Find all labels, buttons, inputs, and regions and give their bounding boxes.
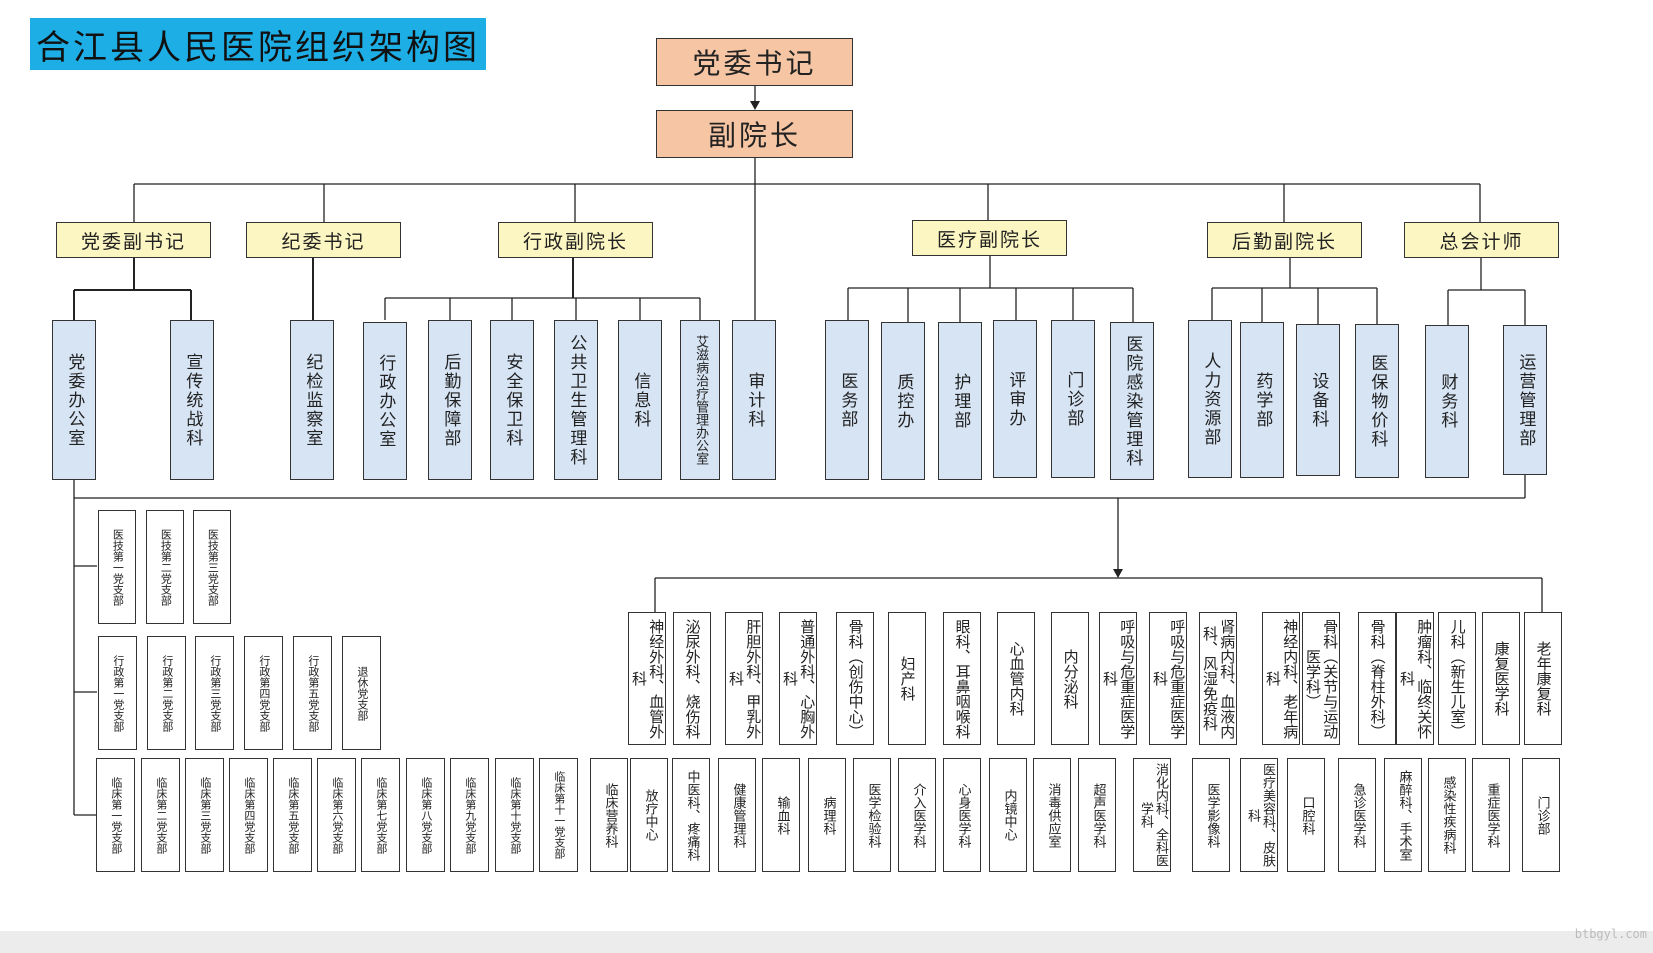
dept-public-health[interactable]: 公共卫生管理科	[554, 320, 598, 480]
clinical-dept-12[interactable]: 肾病内科、血液内科、风湿免疫科	[1199, 612, 1237, 745]
dept-aids-office[interactable]: 艾滋病治疗管理办公室	[680, 320, 720, 480]
clinical-dept-3[interactable]: 肝胆外科、甲乳外科	[725, 612, 763, 745]
clinical-dept-b-19[interactable]: 感染性疾病科	[1428, 758, 1466, 872]
clinical-dept-1[interactable]: 神经外科、血管外科	[628, 612, 666, 745]
chief-accountant-node[interactable]: 总会计师	[1404, 222, 1559, 258]
party-branch-clinical-10[interactable]: 临床第十党支部	[495, 758, 534, 872]
dept-medical-affairs[interactable]: 医务部	[825, 320, 869, 480]
clinical-dept-14[interactable]: 骨科（关节与运动医学科）	[1302, 612, 1340, 745]
party-secretary-node[interactable]: 党委书记	[656, 38, 853, 86]
dept-insurance-pricing[interactable]: 医保物价科	[1355, 324, 1399, 478]
clinical-dept-b-4[interactable]: 健康管理科	[718, 758, 756, 872]
clinical-dept-18[interactable]: 康复医学科	[1482, 612, 1520, 745]
dept-party-office[interactable]: 党委办公室	[52, 320, 96, 480]
party-branch-clinical-1[interactable]: 临床第一党支部	[96, 758, 135, 872]
clinical-dept-5[interactable]: 骨科（创伤中心）	[836, 612, 874, 745]
dept-finance[interactable]: 财务科	[1425, 325, 1469, 478]
dept-discipline-inspection[interactable]: 纪检监察室	[290, 320, 334, 480]
clinical-dept-19[interactable]: 老年康复科	[1524, 612, 1562, 745]
clinical-dept-b-20[interactable]: 重症医学科	[1472, 758, 1510, 872]
dept-publicity[interactable]: 宣传统战科	[170, 320, 214, 480]
party-branch-clinical-4[interactable]: 临床第四党支部	[229, 758, 268, 872]
party-branch-clinical-6[interactable]: 临床第六党支部	[317, 758, 356, 872]
clinical-dept-6[interactable]: 妇产科	[888, 612, 926, 745]
discipline-secretary-node[interactable]: 纪委书记	[246, 222, 401, 258]
arrow-head	[750, 101, 760, 110]
party-branch-medtech-2[interactable]: 医技第二党支部	[146, 510, 184, 624]
dept-admin-office[interactable]: 行政办公室	[363, 322, 407, 480]
clinical-dept-4[interactable]: 普通外科、心胸外科	[779, 612, 817, 745]
dept-quality-control[interactable]: 质控办	[881, 322, 925, 480]
party-branch-clinical-8[interactable]: 临床第八党支部	[406, 758, 445, 872]
clinical-dept-b-9[interactable]: 心身医学科	[943, 758, 981, 872]
vice-president-node[interactable]: 副院长	[656, 110, 853, 158]
dept-outpatient[interactable]: 门诊部	[1051, 320, 1095, 478]
dept-review-office[interactable]: 评审办	[993, 320, 1037, 478]
clinical-dept-b-11[interactable]: 消毒供应室	[1033, 758, 1071, 872]
clinical-dept-b-21[interactable]: 门诊部	[1522, 758, 1560, 872]
clinical-dept-b-10[interactable]: 内镜中心	[989, 758, 1027, 872]
chart-title: 合江县人民医院组织架构图	[30, 18, 486, 70]
clinical-dept-b-8[interactable]: 介入医学科	[898, 758, 936, 872]
bottom-strip	[0, 931, 1653, 953]
party-branch-clinical-3[interactable]: 临床第三党支部	[185, 758, 224, 872]
clinical-dept-b-6[interactable]: 病理科	[808, 758, 846, 872]
medical-vice-president-node[interactable]: 医疗副院长	[912, 220, 1067, 256]
clinical-dept-b-17[interactable]: 急诊医学科	[1338, 758, 1376, 872]
admin-vice-president-node[interactable]: 行政副院长	[498, 222, 653, 258]
clinical-dept-8[interactable]: 心血管内科	[997, 612, 1035, 745]
party-branch-clinical-9[interactable]: 临床第九党支部	[450, 758, 489, 872]
party-branch-clinical-5[interactable]: 临床第五党支部	[273, 758, 312, 872]
clinical-dept-b-15[interactable]: 医疗美容科、皮肤科	[1240, 758, 1278, 872]
dept-pharmacy[interactable]: 药学部	[1240, 322, 1284, 478]
clinical-dept-9[interactable]: 内分泌科	[1051, 612, 1089, 745]
dept-security[interactable]: 安全保卫科	[490, 320, 534, 480]
clinical-dept-2[interactable]: 泌尿外科、烧伤科	[673, 612, 711, 745]
party-branch-admin-4[interactable]: 行政第四党支部	[244, 636, 283, 750]
dept-equipment[interactable]: 设备科	[1296, 324, 1340, 476]
clinical-dept-7[interactable]: 眼科、耳鼻咽喉科	[943, 612, 981, 745]
clinical-dept-11[interactable]: 呼吸与危重症医学科	[1149, 612, 1187, 745]
party-branch-admin-5[interactable]: 行政第五党支部	[293, 636, 332, 750]
dept-operations[interactable]: 运营管理部	[1503, 325, 1547, 475]
party-branch-admin-1[interactable]: 行政第一党支部	[98, 636, 137, 750]
clinical-dept-b-13[interactable]: 消化内科、全科医学科	[1133, 758, 1171, 872]
party-branch-medtech-3[interactable]: 医技第三党支部	[193, 510, 231, 624]
clinical-dept-b-12[interactable]: 超声医学科	[1078, 758, 1116, 872]
clinical-dept-b-16[interactable]: 口腔科	[1287, 758, 1325, 872]
logistics-vice-president-node[interactable]: 后勤副院长	[1207, 222, 1362, 258]
clinical-dept-13[interactable]: 神经内科、老年病科	[1262, 612, 1300, 745]
clinical-dept-b-2[interactable]: 放疗中心	[630, 758, 668, 872]
party-vice-secretary-node[interactable]: 党委副书记	[56, 222, 211, 258]
clinical-dept-b-5[interactable]: 输血科	[762, 758, 800, 872]
party-branch-clinical-2[interactable]: 临床第二党支部	[141, 758, 180, 872]
clinical-dept-b-14[interactable]: 医学影像科	[1192, 758, 1230, 872]
clinical-dept-15[interactable]: 骨科（脊柱外科）	[1358, 612, 1396, 745]
clinical-dept-b-3[interactable]: 中医科、疼痛科	[672, 758, 710, 872]
clinical-dept-b-1[interactable]: 临床营养科	[590, 758, 628, 872]
party-branch-medtech-1[interactable]: 医技第一党支部	[98, 510, 136, 624]
clinical-dept-10[interactable]: 呼吸与危重症医学科	[1099, 612, 1137, 745]
clinical-dept-16[interactable]: 肿瘤科、临终关怀科	[1396, 612, 1434, 745]
clinical-dept-17[interactable]: 儿科（新生儿室）	[1438, 612, 1476, 745]
dept-human-resources[interactable]: 人力资源部	[1188, 320, 1232, 478]
dept-infection-control[interactable]: 医院感染管理科	[1110, 322, 1154, 480]
party-branch-clinical-11[interactable]: 临床第十一党支部	[539, 758, 578, 872]
dept-logistics-support[interactable]: 后勤保障部	[428, 320, 472, 480]
party-branch-admin-2[interactable]: 行政第二党支部	[147, 636, 186, 750]
clinical-dept-b-7[interactable]: 医学检验科	[853, 758, 891, 872]
party-branch-admin-3[interactable]: 行政第三党支部	[195, 636, 234, 750]
clinical-dept-b-18[interactable]: 麻醉科、手术室	[1384, 758, 1422, 872]
watermark: btbgyl.com	[1574, 927, 1647, 941]
dept-audit[interactable]: 审计科	[732, 320, 776, 480]
party-branch-clinical-7[interactable]: 临床第七党支部	[361, 758, 400, 872]
arrow-head	[1113, 569, 1123, 578]
dept-nursing[interactable]: 护理部	[938, 322, 982, 480]
party-branch-admin-6[interactable]: 退休党支部	[342, 636, 381, 750]
dept-information[interactable]: 信息科	[618, 320, 662, 480]
